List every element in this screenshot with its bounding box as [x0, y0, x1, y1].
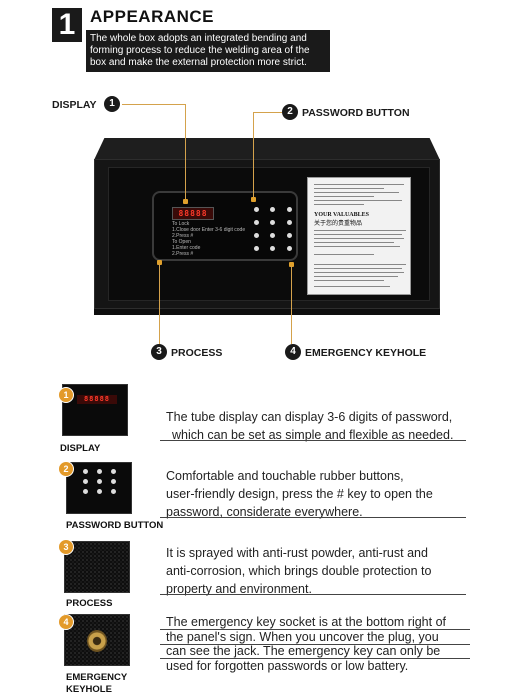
leader-dot — [289, 262, 294, 267]
card-title-text: YOUR VALUABLES — [314, 212, 369, 218]
keypad-key[interactable] — [281, 242, 298, 255]
row-number-3: 3 — [58, 539, 74, 555]
row-underline — [160, 594, 466, 595]
leader-dot — [251, 197, 256, 202]
row-text-password-button: Comfortable and touchable rubber buttons… — [166, 467, 466, 521]
row-text-line: used for forgotten passwords or low batt… — [166, 658, 409, 673]
section-number-badge: 1 — [52, 8, 82, 42]
panel-line: 1.Enter code — [172, 245, 201, 251]
row-number-2: 2 — [58, 461, 74, 477]
keypad-key[interactable] — [265, 229, 282, 242]
keypad-key[interactable] — [265, 203, 282, 216]
callout-number-2: 2 — [282, 104, 298, 120]
row-label-password-button: PASSWORD BUTTON — [66, 520, 164, 531]
row-underline — [160, 658, 470, 659]
row-label-display: DISPLAY — [60, 443, 101, 454]
keyhole-icon — [87, 630, 107, 652]
row-text-line: anti-corrosion, which brings double prot… — [166, 564, 432, 578]
panel-line: To Open — [172, 239, 191, 245]
safe-keypad — [248, 203, 298, 255]
instruction-card: YOUR VALUABLES 关于您的贵重物品 — [307, 177, 411, 295]
section-title: APPEARANCE — [90, 7, 215, 26]
leader-line — [122, 104, 185, 105]
row-text-line: the panel's sign. When you uncover the p… — [166, 629, 439, 644]
row-text-line: It is sprayed with anti-rust powder, ant… — [166, 546, 428, 560]
callout-number-3: 3 — [151, 344, 167, 360]
keypad-key[interactable] — [265, 216, 282, 229]
row-label-emergency-keyhole: EMERGENCY KEYHOLE — [66, 672, 128, 695]
leader-dot — [157, 260, 162, 265]
row-text-display: The tube display can display 3-6 digits … — [166, 408, 466, 444]
row-underline — [160, 517, 466, 518]
row-underline — [160, 629, 470, 630]
row-text-line: can see the jack. The emergency key can … — [166, 644, 441, 658]
callout-label-password-button: PASSWORD BUTTON — [302, 107, 410, 119]
callout-label-emergency-keyhole: EMERGENCY KEYHOLE — [305, 347, 427, 359]
callout-number-4: 4 — [285, 344, 301, 360]
callout-number-1: 1 — [104, 96, 120, 112]
description-line: box and make the external protection mor… — [90, 57, 307, 68]
process-thumbnail — [64, 541, 130, 593]
panel-line: To Lock — [172, 221, 190, 227]
card-title: YOUR VALUABLES 关于您的贵重物品 — [314, 212, 369, 227]
row-text-line: user-friendly design, press the # key to… — [166, 487, 433, 501]
card-subtitle-text: 关于您的贵重物品 — [314, 221, 363, 227]
callout-label-process: PROCESS — [171, 347, 223, 359]
description-line: The whole box adopts an integrated bendi… — [90, 33, 307, 44]
panel-line: 2.Press # — [172, 233, 194, 239]
row-text-line: Comfortable and touchable rubber buttons… — [166, 469, 404, 483]
leader-line — [185, 104, 186, 200]
safe-top — [94, 138, 440, 160]
leader-line — [253, 112, 254, 198]
callout-label-display: DISPLAY — [52, 99, 97, 111]
row-text-line: password, considerate everywhere. — [166, 505, 363, 519]
row-label-process: PROCESS — [66, 598, 113, 609]
leader-line — [291, 266, 292, 344]
row-number-4: 4 — [58, 614, 74, 630]
row-underline — [160, 644, 470, 645]
safe-base — [94, 309, 440, 315]
leader-line — [159, 264, 160, 344]
keypad-key[interactable] — [248, 242, 265, 255]
thumbnail-keypad — [83, 469, 119, 494]
panel-line: 1.Close door Enter 3-6 digit code — [172, 227, 246, 233]
keypad-key[interactable] — [248, 203, 265, 216]
keypad-thumbnail — [66, 462, 132, 514]
keypad-key[interactable] — [265, 242, 282, 255]
keypad-key[interactable] — [281, 229, 298, 242]
row-text-line: The tube display can display 3-6 digits … — [166, 410, 453, 424]
description-line: forming process to reduce the welding ar… — [90, 45, 310, 56]
row-text-emergency-keyhole: The emergency key socket is at the botto… — [166, 615, 476, 673]
keypad-key[interactable] — [281, 203, 298, 216]
row-text-process: It is sprayed with anti-rust powder, ant… — [166, 544, 466, 598]
panel-instructions: To Lock 1.Close door Enter 3-6 digit cod… — [172, 221, 245, 257]
row-number-1: 1 — [58, 387, 74, 403]
row-text-line: property and environment. — [166, 582, 312, 596]
keypad-key[interactable] — [248, 229, 265, 242]
row-text-line: which can be set as simple and flexible … — [172, 428, 454, 442]
keyhole-thumbnail — [64, 614, 130, 666]
row-text-line: The emergency key socket is at the botto… — [166, 615, 446, 629]
lcd-display: 88888 — [172, 207, 214, 220]
leader-dot — [183, 199, 188, 204]
panel-line: 2.Press # — [172, 251, 194, 257]
row-underline — [160, 440, 466, 441]
section-description: The whole box adopts an integrated bendi… — [86, 30, 330, 72]
keypad-key[interactable] — [281, 216, 298, 229]
leader-line — [253, 112, 282, 113]
thumbnail-lcd: 88888 — [77, 395, 117, 404]
keypad-key[interactable] — [248, 216, 265, 229]
